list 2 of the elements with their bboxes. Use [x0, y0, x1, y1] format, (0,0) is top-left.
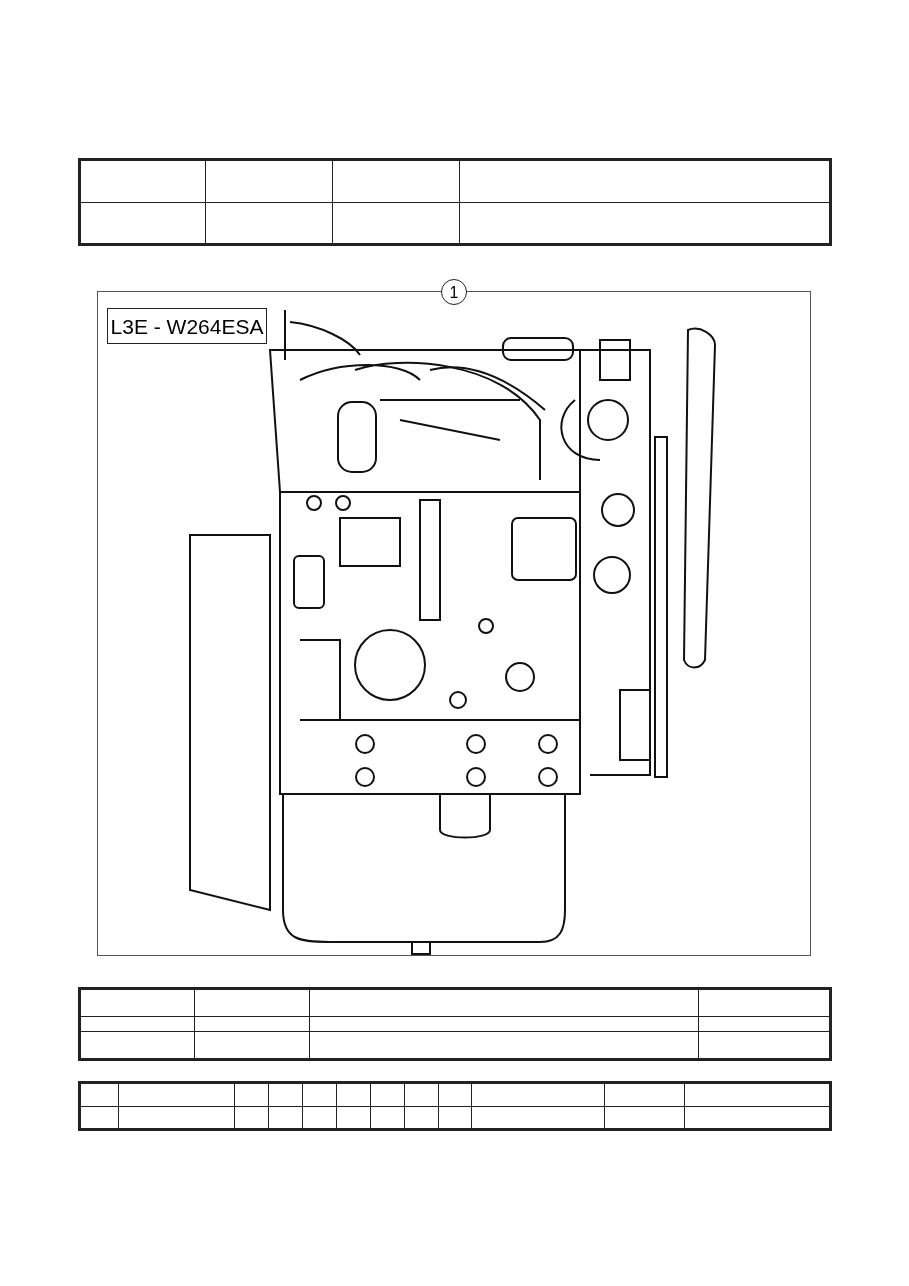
model-label: L3E - W264ESA: [107, 308, 267, 344]
callout-number: 1: [441, 279, 467, 305]
